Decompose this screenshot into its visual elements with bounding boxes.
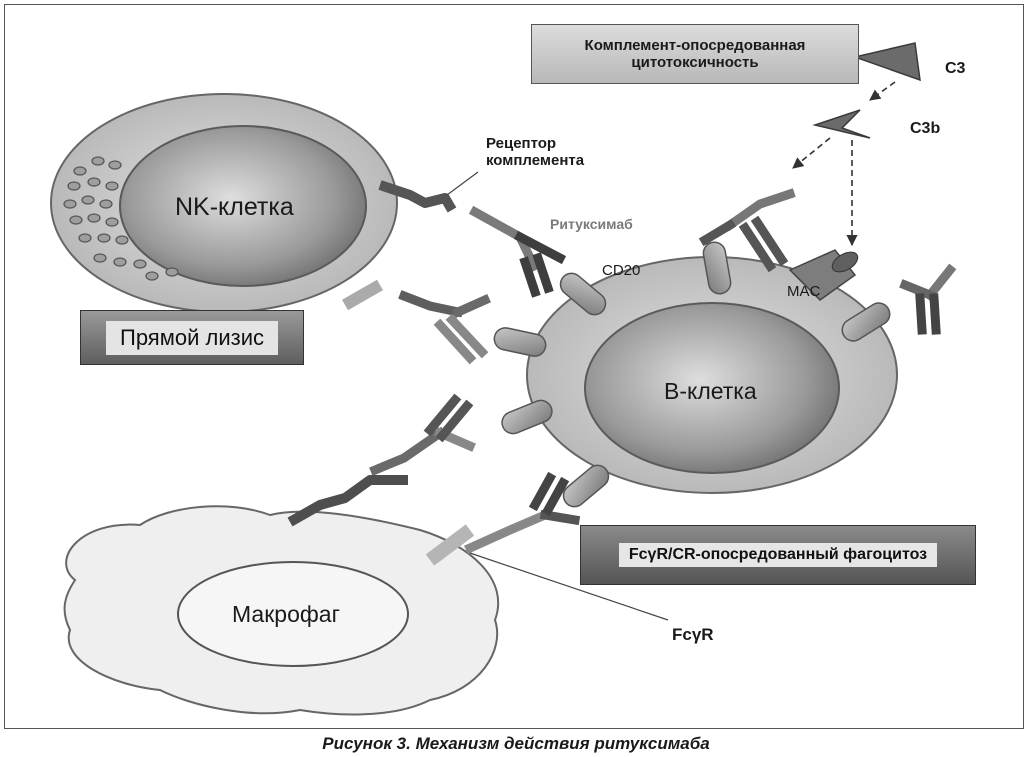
macrophage (63, 505, 500, 716)
figure-caption: Рисунок 3. Механизм действия ритуксимаба (322, 734, 710, 753)
receptor-chains (287, 180, 475, 566)
complement-mediated-box: Комплемент-опосредованная цитотоксичност… (531, 24, 859, 84)
antibody-nk (398, 290, 491, 365)
rituximab-label: Ритуксимаб (550, 216, 633, 232)
direct-lysis-label: Прямой лизис (106, 320, 278, 355)
c3b-label: C3b (910, 120, 941, 137)
leader-lines (446, 171, 669, 621)
cd20-receptors (493, 241, 891, 508)
nk-granules (63, 156, 179, 281)
c3b-protein (812, 109, 871, 139)
cd20-label: CD20 (602, 262, 641, 279)
complement-receptor-label: Рецептор комплемента (486, 135, 585, 170)
nk-cell-label: NK-клетка (175, 193, 294, 221)
c3-protein (852, 42, 921, 82)
direct-lysis-box: Прямой лизис (80, 310, 304, 365)
b-cell-label: B-клетка (664, 378, 757, 404)
antibody-macrophage-left (369, 393, 476, 476)
nk-cell (50, 93, 398, 313)
antibody-c3b (698, 188, 796, 273)
mac-label: MAC (787, 283, 821, 300)
fcgr-label: FcγR (672, 625, 714, 644)
c3-label: C3 (945, 60, 966, 77)
macrophage-label: Макрофаг (232, 601, 340, 627)
mac-pore (788, 249, 859, 301)
complement-arrows (792, 81, 896, 247)
b-cell (526, 256, 898, 494)
phagocytosis-box: FcγR/CR-опосредованный фагоцитоз (580, 525, 976, 585)
antibody-right (899, 263, 957, 335)
antibody-macrophage-right (464, 471, 581, 554)
antibody-upper (468, 205, 567, 298)
complement-mediated-label: Комплемент-опосредованная цитотоксичност… (584, 37, 806, 71)
phagocytosis-label: FcγR/CR-опосредованный фагоцитоз (618, 543, 938, 567)
